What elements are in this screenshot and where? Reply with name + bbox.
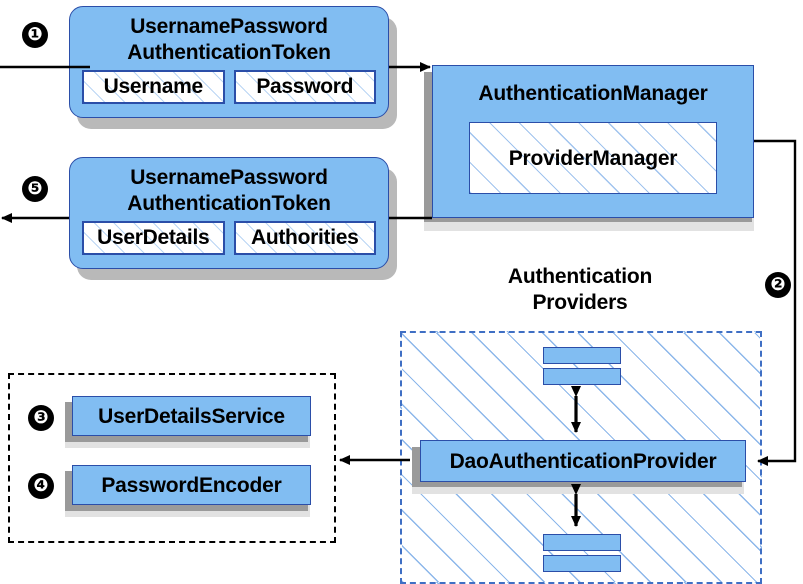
step-badge-5: ❺ — [22, 176, 48, 202]
request-token-card[interactable]: UsernamePassword AuthenticationToken Use… — [69, 6, 389, 118]
request-token-title: UsernamePassword AuthenticationToken — [70, 7, 388, 66]
provider-stub-top-1 — [543, 347, 621, 364]
step-badge-2: ❷ — [765, 272, 791, 298]
authentication-providers-label: Authentication Providers — [470, 264, 690, 316]
response-token-title: UsernamePassword AuthenticationToken — [70, 158, 388, 217]
slot-username: Username — [82, 70, 225, 104]
request-token-slots: Username Password — [70, 66, 388, 104]
dao-authentication-provider-card[interactable]: DaoAuthenticationProvider — [420, 440, 746, 482]
step-badge-1: ❶ — [22, 22, 48, 48]
password-encoder-card[interactable]: PasswordEncoder — [72, 465, 311, 505]
authentication-providers-label-line1: Authentication — [507, 265, 653, 288]
response-token-title-line1: UsernamePassword — [130, 166, 328, 189]
slot-authorities: Authorities — [233, 221, 376, 255]
user-details-service-card[interactable]: UserDetailsService — [72, 396, 311, 436]
provider-stub-bottom-1 — [543, 534, 621, 551]
request-token-title-line1: UsernamePassword — [130, 15, 328, 38]
request-token-title-line2: AuthenticationToken — [127, 41, 331, 64]
provider-stub-top-2 — [543, 368, 621, 385]
authentication-manager-title: AuthenticationManager — [478, 82, 708, 105]
step-badge-3: ❸ — [28, 405, 54, 431]
slot-userdetails: UserDetails — [82, 221, 225, 255]
step-badge-4: ❹ — [28, 473, 54, 499]
response-token-card[interactable]: UsernamePassword AuthenticationToken Use… — [69, 157, 389, 269]
slot-password: Password — [233, 70, 376, 104]
authentication-manager-card[interactable]: AuthenticationManager ProviderManager — [432, 65, 754, 218]
support-services-container — [8, 373, 336, 543]
response-token-slots: UserDetails Authorities — [70, 217, 388, 255]
authentication-providers-label-line2: Providers — [532, 291, 628, 314]
provider-manager-box: ProviderManager — [469, 122, 717, 194]
response-token-title-line2: AuthenticationToken — [127, 192, 331, 215]
provider-stub-bottom-2 — [543, 555, 621, 572]
